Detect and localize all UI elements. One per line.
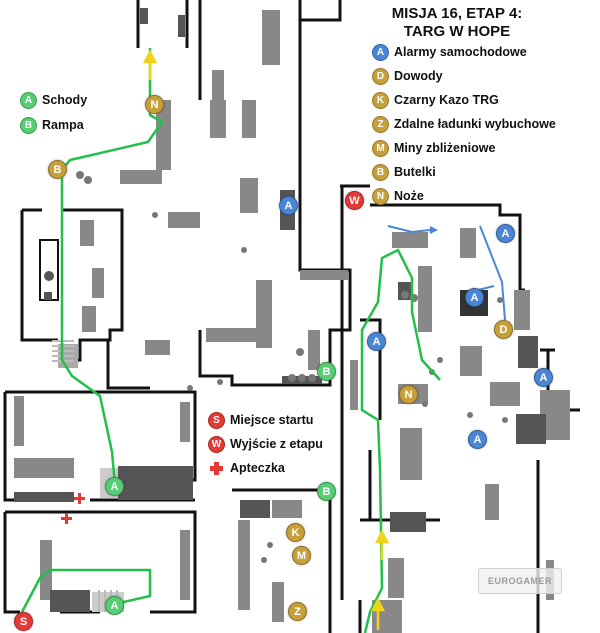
letter-badge: S [208, 411, 225, 429]
car-alarm-marker: A [465, 288, 484, 307]
evidence-marker: D [494, 320, 513, 339]
letter-badge: N [372, 187, 389, 205]
legend-label: Wyjście z etapu [230, 437, 323, 451]
proximity-mine-marker: M [292, 546, 311, 565]
stairs-marker: A [105, 477, 124, 496]
title-line-2: TARG W HOPE [403, 23, 511, 40]
legend-label: Miny zbliżeniowe [394, 141, 496, 155]
legend-proximity-mines: M Miny zbliżeniowe [372, 139, 495, 157]
stairs-marker: A [105, 596, 124, 615]
legend-label: Czarny Kazo TRG [394, 93, 499, 107]
ramp-marker: B [317, 362, 336, 381]
legend-stage-exit: W Wyjście z etapu [208, 435, 323, 453]
legend-label: Dowody [394, 69, 443, 83]
legend-label: Schody [42, 93, 88, 107]
legend-label: Miejsce startu [230, 413, 314, 427]
legend-start-point: S Miejsce startu [208, 411, 313, 429]
letter-badge: Z [372, 115, 389, 133]
medkit-icon [208, 460, 225, 477]
car-alarm-marker: A [279, 196, 298, 215]
title-line-1: MISJA 16, ETAP 4: [391, 5, 523, 22]
medkit-icon [74, 493, 85, 504]
letter-badge: M [372, 139, 389, 157]
legend-car-alarms: A Alarmy samochodowe [372, 43, 527, 61]
legend-ramp: B Rampa [20, 116, 84, 134]
knives-marker: N [399, 385, 418, 404]
legend-knives: N Noże [372, 187, 424, 205]
legend-label: Apteczka [230, 461, 285, 475]
letter-badge: B [372, 163, 389, 181]
ramp-marker: B [317, 482, 336, 501]
legend-bottles: B Butelki [372, 163, 436, 181]
start-point-marker: S [14, 612, 33, 631]
car-alarm-marker: A [367, 332, 386, 351]
letter-badge: B [20, 116, 37, 134]
car-alarm-marker: A [468, 430, 487, 449]
letter-badge: W [208, 435, 225, 453]
black-kazo-marker: K [286, 523, 305, 542]
eurogamer-watermark: EUROGAMER [478, 568, 562, 594]
legend-label: Zdalne ładunki wybuchowe [394, 117, 556, 131]
letter-badge: D [372, 67, 389, 85]
legend-label: Butelki [394, 165, 436, 179]
legend-stairs: A Schody [20, 91, 87, 109]
legend-label: Rampa [42, 118, 84, 132]
letter-badge: A [20, 91, 37, 109]
legend-label: Alarmy samochodowe [394, 45, 527, 59]
car-alarm-marker: A [534, 368, 553, 387]
remote-explosive-marker: Z [288, 602, 307, 621]
bottles-marker: B [48, 160, 67, 179]
legend-evidence: D Dowody [372, 67, 443, 85]
legend-remote-explosives: Z Zdalne ładunki wybuchowe [372, 115, 556, 133]
stage-exit-marker: W [345, 191, 364, 210]
legend-medkit: Apteczka [208, 459, 285, 477]
knives-marker: N [145, 95, 164, 114]
car-alarm-marker: A [496, 224, 515, 243]
letter-badge: A [372, 43, 389, 61]
medkit-icon [61, 513, 72, 524]
legend-label: Noże [394, 189, 424, 203]
legend-black-kazo: K Czarny Kazo TRG [372, 91, 499, 109]
letter-badge: K [372, 91, 389, 109]
map-title: MISJA 16, ETAP 4: TARG W HOPE [372, 5, 542, 41]
